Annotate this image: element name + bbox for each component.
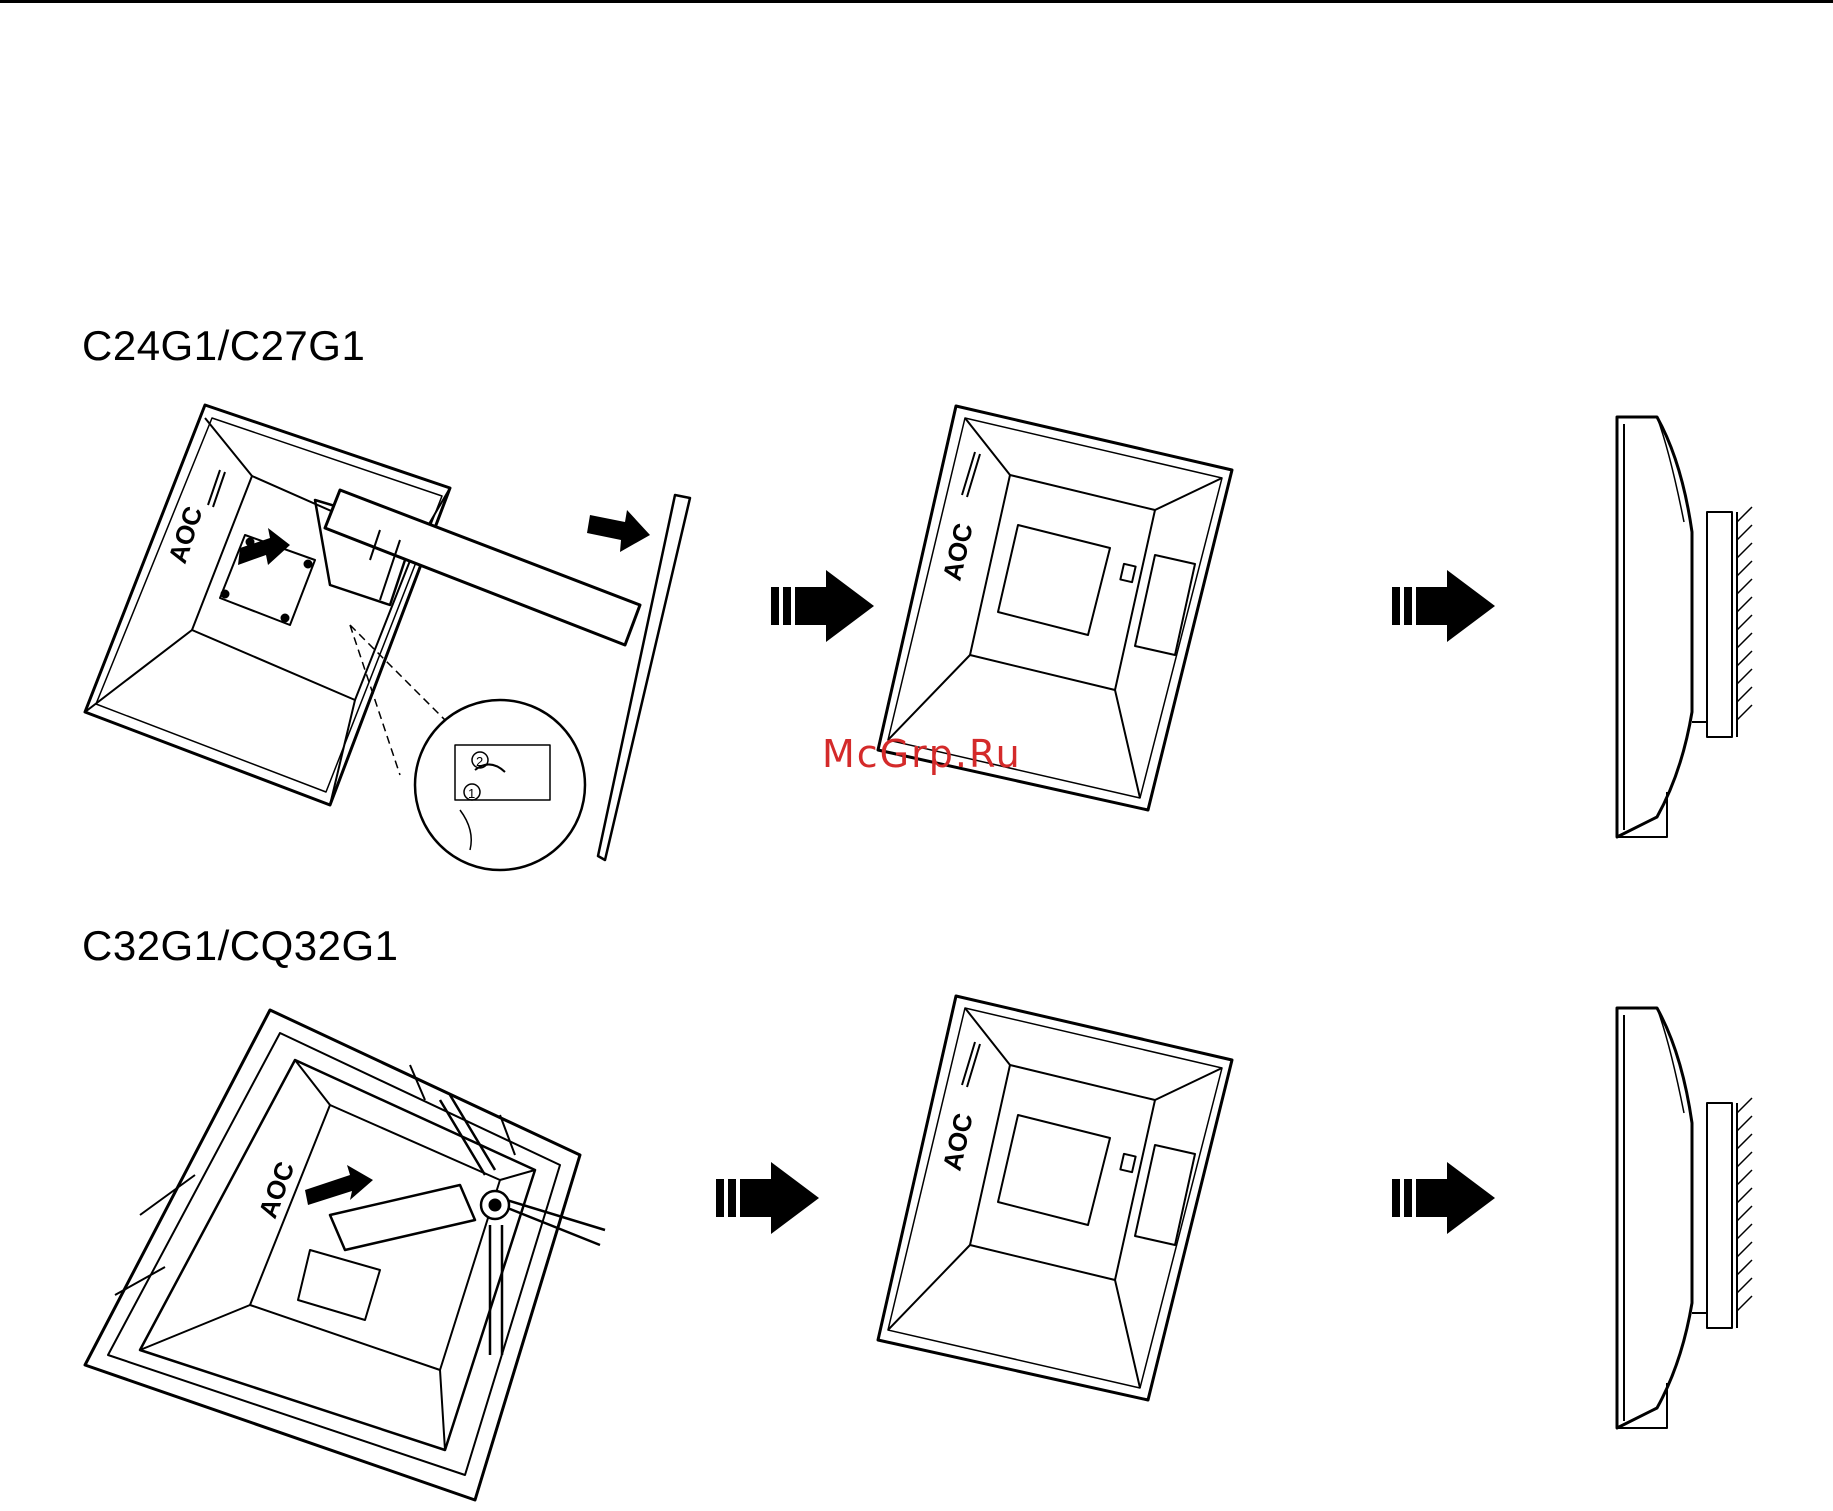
stand-removal-illustration-2: AOC xyxy=(80,1005,620,1505)
callout-step-2: 2 xyxy=(476,754,483,769)
direction-arrow-icon xyxy=(587,510,650,552)
aoc-logo: AOC xyxy=(937,1110,979,1173)
callout-step-1: 1 xyxy=(468,786,475,801)
step-arrow-icon xyxy=(768,568,878,644)
wall-hatch-icon xyxy=(1737,507,1752,720)
top-rule xyxy=(0,0,1833,3)
aoc-logo: AOC xyxy=(162,502,208,566)
direction-arrow-icon xyxy=(238,528,290,565)
wall-mount-side-view-2 xyxy=(1612,1003,1762,1433)
aoc-logo: AOC xyxy=(252,1157,300,1222)
step-arrow-icon xyxy=(1389,568,1499,644)
wall-mount-side-view-1 xyxy=(1612,412,1762,842)
wall-hatch-icon xyxy=(1737,1098,1752,1311)
section-heading-c32g1-cq32g1: C32G1/CQ32G1 xyxy=(82,922,399,970)
monitor-back-illustration-2: AOC xyxy=(870,990,1240,1410)
step-arrow-icon xyxy=(713,1160,823,1236)
stand-removal-illustration-1: AOC 2 1 xyxy=(80,400,720,870)
step-arrow-icon xyxy=(1389,1160,1499,1236)
aoc-logo: AOC xyxy=(937,520,979,583)
section-heading-c24g1-c27g1: C24G1/C27G1 xyxy=(82,322,365,370)
watermark: McGrp.Ru xyxy=(822,732,1022,776)
direction-arrow-icon xyxy=(305,1165,373,1205)
